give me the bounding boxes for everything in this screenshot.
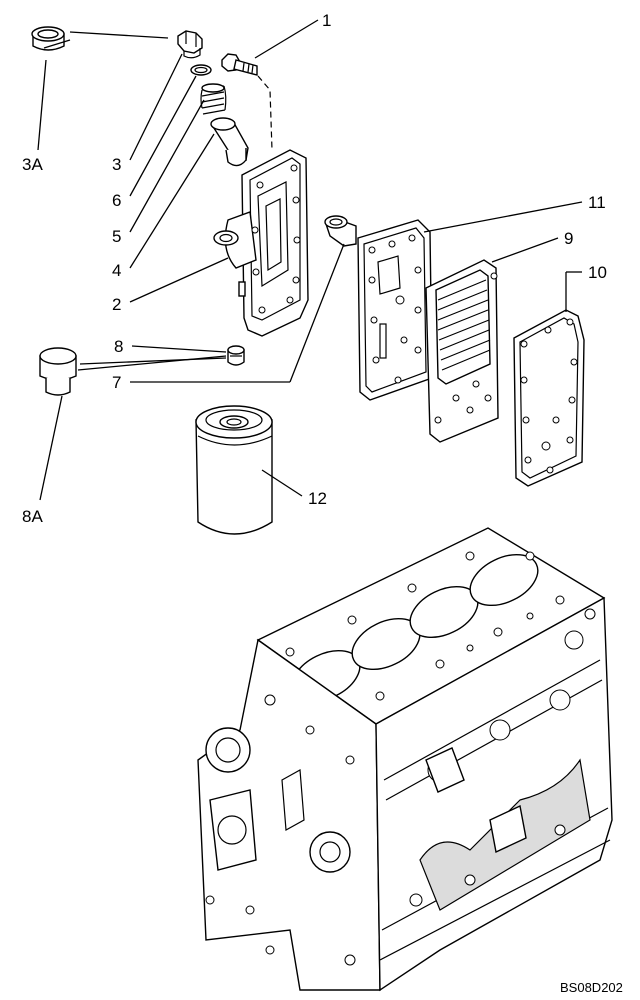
callout-4: 4 [112, 261, 121, 280]
callout-3: 3 [112, 155, 121, 174]
part-5-spring [200, 83, 227, 115]
callout-9: 9 [564, 229, 573, 248]
engine-block [197, 527, 613, 992]
part-8a-plug [39, 347, 77, 396]
part-4-valve [210, 117, 249, 167]
part-2-housing [213, 149, 309, 337]
drawing-reference: BS08D202 [560, 980, 623, 995]
callout-2: 2 [112, 295, 121, 314]
callout-11: 11 [588, 193, 606, 212]
part-9-cooler-core [425, 259, 499, 443]
callout-6: 6 [112, 191, 121, 210]
part-12-oil-filter [195, 405, 273, 535]
callout-3a: 3A [22, 155, 43, 174]
callout-1: 1 [322, 11, 331, 30]
callout-8a: 8A [22, 507, 43, 526]
callout-10: 10 [588, 263, 607, 282]
part-11-gasket [357, 219, 433, 401]
part-3-plug [177, 30, 203, 59]
callout-8: 8 [114, 337, 123, 356]
leader-lines [37, 19, 583, 501]
callout-12: 12 [308, 489, 327, 508]
part-10-gasket [513, 309, 585, 487]
part-8-plug [227, 345, 245, 366]
callout-7: 7 [112, 373, 121, 392]
part-3a-plug [31, 26, 65, 51]
part-6-o-ring [190, 64, 212, 76]
part-1-bolt [221, 53, 258, 76]
callout-5: 5 [112, 227, 121, 246]
part-7-sleeve [324, 215, 357, 247]
